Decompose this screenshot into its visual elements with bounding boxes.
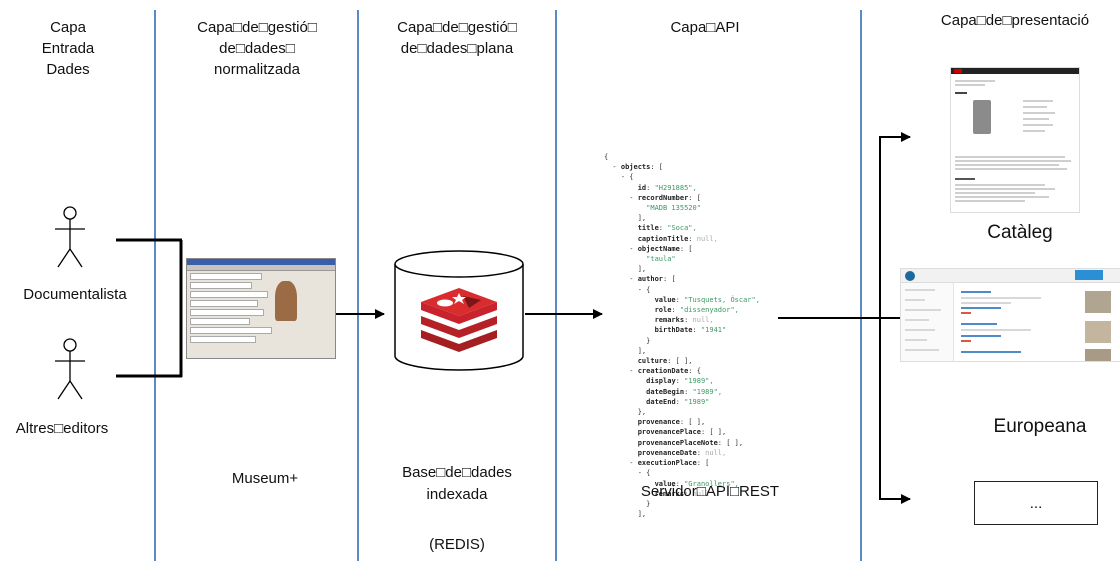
- base-dades-label: Base□de□dades indexada: [402, 464, 512, 503]
- cataleg-page-thumbnail: [950, 67, 1080, 213]
- json-line: ],: [604, 346, 647, 355]
- json-line: },: [604, 408, 647, 417]
- more-outputs-box: ...: [974, 481, 1098, 525]
- redis-label: (REDIS): [429, 536, 485, 553]
- json-line: - author: [: [604, 275, 676, 284]
- json-line: captionTitle: null,: [637, 234, 718, 243]
- json-line: culture: [ ],: [637, 357, 693, 366]
- json-line: value: "Tusquets, Óscar",: [654, 295, 760, 304]
- museum-plus-label: Museum+: [231, 470, 299, 487]
- header-capa-plana: Capa□de□gestió□ de□dades□plana: [397, 19, 517, 57]
- documentalista-actor-icon: [55, 206, 85, 268]
- json-line: id: "H291885",: [637, 183, 697, 192]
- column-separator-4: [860, 10, 862, 561]
- json-line: remarks: null,: [654, 316, 714, 325]
- documentalista-label: Documentalista: [23, 286, 127, 303]
- json-line: {: [604, 153, 609, 161]
- json-line: remarks: null: [654, 489, 710, 498]
- json-line: }: [604, 499, 651, 508]
- json-line: provenanceDate: null,: [637, 448, 727, 457]
- json-line: - {: [604, 173, 634, 182]
- json-line: - {: [604, 285, 651, 294]
- json-line: - creationDate: {: [604, 367, 701, 376]
- json-line: - objectName: [: [604, 244, 693, 253]
- europeana-page-thumbnail: [900, 268, 1120, 362]
- json-line: - executionPlace: [: [604, 459, 710, 468]
- header-capa-normalitzada: Capa□de□gestió□ de□dades□ normalitzada: [197, 19, 317, 78]
- column-separator-2: [357, 10, 359, 561]
- json-line: }: [604, 336, 651, 345]
- redis-database-icon: [394, 250, 524, 371]
- json-api-response: { - objects: [ - { id: "H291885", - reco…: [604, 152, 784, 519]
- json-line: - recordNumber: [: [604, 193, 701, 202]
- museum-plus-screenshot: [186, 258, 336, 359]
- altres-editors-actor-icon: [55, 338, 85, 400]
- json-line: dateBegin: "1989",: [646, 387, 723, 396]
- column-separator-1: [154, 10, 156, 561]
- europeana-label: Europeana: [993, 416, 1087, 437]
- json-line: "taula": [604, 255, 676, 264]
- json-line: dateEnd: "1989": [646, 397, 710, 406]
- header-capa-presentacio: Capa□de□presentació: [940, 12, 1090, 29]
- more-outputs-label: ...: [1029, 494, 1043, 512]
- json-line: provenancePlaceNote: [ ],: [637, 438, 744, 447]
- header-capa-api: Capa□API: [670, 19, 740, 36]
- header-capa-entrada: Capa Entrada Dades: [41, 19, 95, 78]
- json-line: ],: [604, 510, 647, 519]
- json-line: - {: [604, 469, 651, 478]
- servidor-api-rest-label: Servidor□API□REST: [640, 483, 780, 500]
- json-line: "MADB 135520": [604, 204, 701, 213]
- json-line: birthDate: "1941": [654, 326, 727, 335]
- json-line: ],: [604, 214, 647, 223]
- json-line: ],: [604, 265, 647, 274]
- column-separator-3: [555, 10, 557, 561]
- json-line: title: "Soca",: [637, 224, 697, 233]
- json-line: display: "1989",: [646, 377, 714, 386]
- json-line: provenance: [ ],: [637, 418, 706, 427]
- altres-editors-label: Altres□editors: [15, 420, 109, 437]
- json-line: value: "Granollers",: [654, 479, 739, 488]
- json-line: - objects: [: [604, 163, 664, 172]
- json-line: role: "dissenyador",: [654, 306, 739, 315]
- json-line: provenancePlace: [ ],: [637, 428, 727, 437]
- cataleg-label: Catàleg: [987, 222, 1053, 243]
